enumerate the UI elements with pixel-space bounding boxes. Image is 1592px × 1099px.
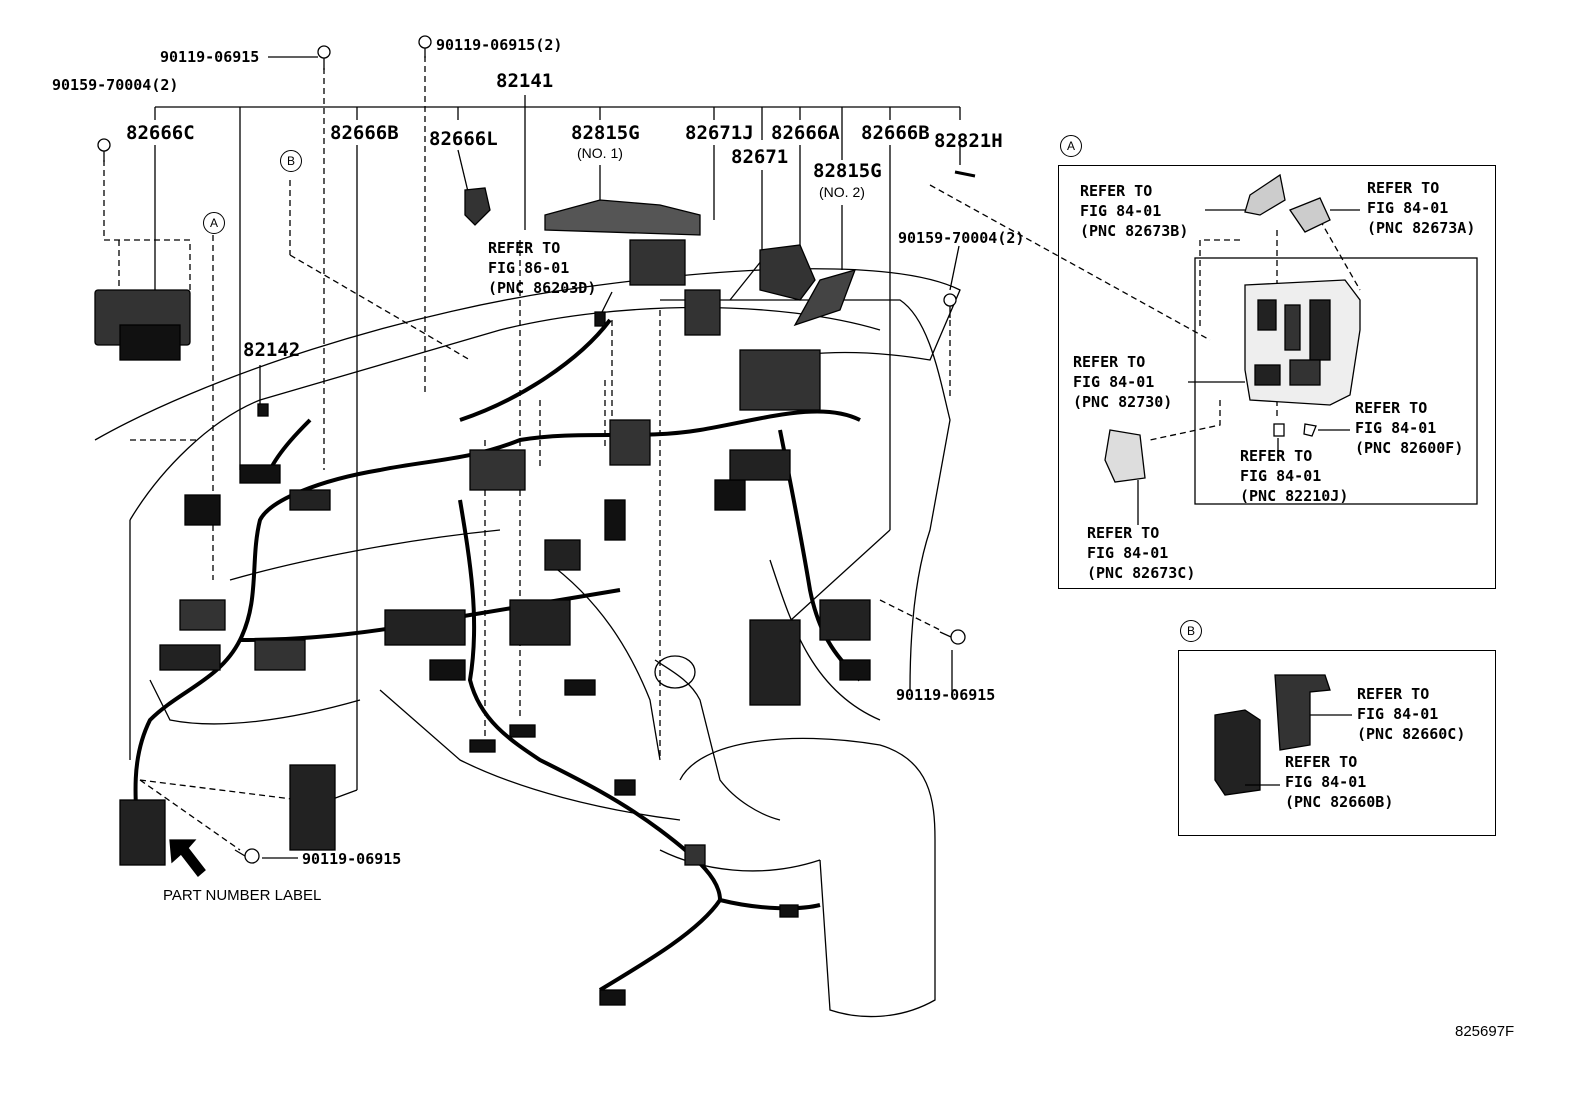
callout-bracket-82141: [154, 95, 961, 470]
marker-b-diagram: B: [280, 150, 302, 172]
callout-82815G-no2-sub: (NO. 2): [819, 184, 865, 200]
callout-90119-bottom: 90119-06915: [302, 850, 402, 868]
detail-b-connectors: [1214, 674, 1352, 796]
callout-leaders: [154, 145, 961, 801]
callout-82671: 82671: [731, 146, 789, 168]
refer-pnc-82210J: REFER TO FIG 84-01 (PNC 82210J): [1240, 447, 1349, 505]
callout-82666B-left: 82666B: [330, 122, 399, 144]
marker-a-detail: A: [1060, 135, 1082, 157]
refer-pnc-82673B: REFER TO FIG 84-01 (PNC 82673B): [1080, 182, 1189, 240]
callout-82671J: 82671J: [685, 122, 754, 144]
callout-90119-top-1: 90119-06915: [160, 48, 260, 66]
fastener-icons: [97, 35, 976, 864]
detail-a-frame: [1058, 165, 1496, 589]
connector-blocks: [94, 187, 871, 1006]
part-number-label-text: PART NUMBER LABEL: [163, 887, 322, 904]
refer-pnc-82660C: REFER TO FIG 84-01 (PNC 82660C): [1357, 685, 1466, 743]
callout-82666C: 82666C: [126, 122, 195, 144]
callout-90159-left: 90159-70004(2): [52, 76, 179, 94]
marker-a-diagram: A: [203, 212, 225, 234]
label-leaders: [262, 56, 960, 859]
callout-82142: 82142: [243, 339, 301, 361]
refer-pnc-82600F: REFER TO FIG 84-01 (PNC 82600F): [1355, 399, 1464, 457]
callout-82821H: 82821H: [934, 130, 1003, 152]
dashboard-outline: [94, 268, 961, 821]
callout-82666L: 82666L: [429, 128, 498, 150]
callout-82666A: 82666A: [771, 122, 840, 144]
refer-pnc-82673C: REFER TO FIG 84-01 (PNC 82673C): [1087, 524, 1196, 582]
part-number-label-arrow: [169, 839, 206, 877]
center-console: [654, 655, 936, 1018]
marker-b-detail: B: [1180, 620, 1202, 642]
callout-82815G-no1: 82815G: [571, 122, 640, 144]
detail-a-relay-block: [1104, 173, 1478, 525]
callout-90119-top-2: 90119-06915(2): [436, 36, 563, 54]
callout-82815G-no1-sub: (NO. 1): [577, 145, 623, 161]
refer-pnc-82660B: REFER TO FIG 84-01 (PNC 82660B): [1285, 753, 1394, 811]
detail-b-frame: [1178, 650, 1496, 836]
refer-pnc-82730: REFER TO FIG 84-01 (PNC 82730): [1073, 353, 1173, 411]
refer-pnc-86203D: REFER TO FIG 86-01 (PNC 86203D): [488, 239, 597, 297]
callout-82666B-right: 82666B: [861, 122, 930, 144]
callout-90159-right: 90159-70004(2): [898, 229, 1025, 247]
refer-pnc-82673A: REFER TO FIG 84-01 (PNC 82673A): [1367, 179, 1476, 237]
callout-82141: 82141: [496, 70, 554, 92]
callout-82815G-no2: 82815G: [813, 160, 882, 182]
callout-90119-right: 90119-06915: [896, 686, 996, 704]
drawing-number: 825697F: [1455, 1023, 1515, 1040]
